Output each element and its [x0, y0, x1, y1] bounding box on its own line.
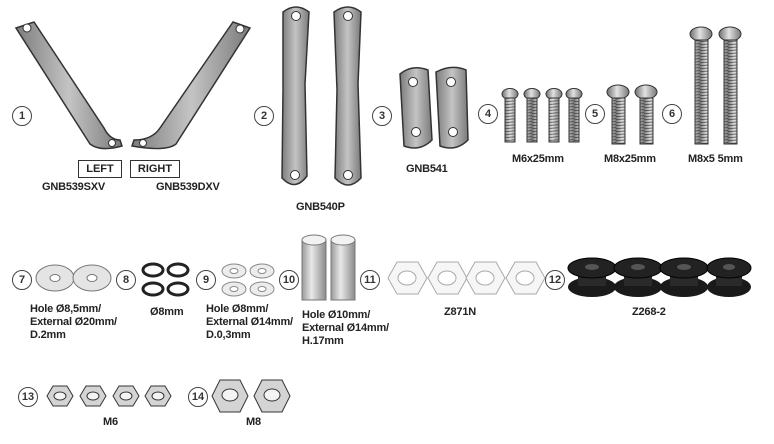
- part-code-grommets: Z268-2: [632, 306, 666, 318]
- item-number-1: 1: [12, 106, 32, 126]
- item-number-10: 10: [279, 270, 299, 290]
- washers-large: [35, 264, 112, 292]
- nuts-m8: [211, 379, 291, 413]
- spacer-spec: Hole Ø10mm/ External Ø14mm/ H.17mm: [302, 309, 389, 348]
- spacer-spec-line-3: H.17mm: [302, 335, 344, 347]
- rubber-grommets: [567, 257, 752, 297]
- nuts-m6: [46, 385, 172, 407]
- screw-size-m8-long: M8x5 5mm: [688, 153, 743, 165]
- washer-large-spec: Hole Ø8,5mm/ External Ø20mm/ D.2mm: [30, 303, 117, 342]
- item-number-7: 7: [12, 270, 32, 290]
- item-number-2: 2: [254, 106, 274, 126]
- side-label-left: LEFT: [78, 160, 122, 178]
- part-code-light-nuts: Z871N: [444, 306, 477, 318]
- spacer-tubes: [301, 234, 356, 301]
- item-number-12: 12: [545, 270, 565, 290]
- item-number-6: 6: [662, 104, 682, 124]
- item-number-8: 8: [116, 270, 136, 290]
- screws-m8x25: [606, 84, 658, 145]
- bracket-right: [131, 21, 252, 150]
- spacer-spec-line-2: External Ø14mm/: [302, 322, 389, 334]
- bracket-left: [14, 21, 123, 150]
- part-code-plates: GNB541: [406, 163, 448, 175]
- part-code-left-bracket: GNB539SXV: [42, 181, 106, 193]
- plate-pair: [399, 66, 469, 149]
- washer-small-spec-line-2: External Ø14mm/: [206, 316, 293, 328]
- part-code-right-bracket: GNB539DXV: [156, 181, 220, 193]
- item-number-11: 11: [360, 270, 380, 290]
- spring-washer-size: Ø8mm: [150, 306, 184, 318]
- screw-size-m8x25: M8x25mm: [604, 153, 656, 165]
- screw-size-m6x25: M6x25mm: [512, 153, 564, 165]
- item-number-5: 5: [585, 104, 605, 124]
- spring-washers: [141, 262, 190, 297]
- part-code-straps: GNB540P: [296, 201, 345, 213]
- strap-pair: [281, 6, 362, 186]
- washer-large-spec-line-1: Hole Ø8,5mm/: [30, 303, 101, 315]
- washer-large-spec-line-3: D.2mm: [30, 329, 66, 341]
- item-number-9: 9: [196, 270, 216, 290]
- washer-small-spec-line-3: D.0,3mm: [206, 329, 251, 341]
- washers-small: [221, 263, 275, 297]
- item-number-4: 4: [478, 104, 498, 124]
- washer-large-spec-line-2: External Ø20mm/: [30, 316, 117, 328]
- screws-m8-long: [689, 26, 742, 145]
- washer-small-spec: Hole Ø8mm/ External Ø14mm/ D.0,3mm: [206, 303, 293, 342]
- washer-small-spec-line-1: Hole Ø8mm/: [206, 303, 269, 315]
- item-number-13: 13: [18, 387, 38, 407]
- light-nuts: [387, 261, 546, 295]
- screws-m6x25: [501, 88, 583, 143]
- spacer-spec-line-1: Hole Ø10mm/: [302, 309, 371, 321]
- side-label-right: RIGHT: [130, 160, 180, 178]
- nut-size-m8: M8: [246, 416, 261, 428]
- item-number-3: 3: [372, 106, 392, 126]
- item-number-14: 14: [188, 387, 208, 407]
- nut-size-m6: M6: [103, 416, 118, 428]
